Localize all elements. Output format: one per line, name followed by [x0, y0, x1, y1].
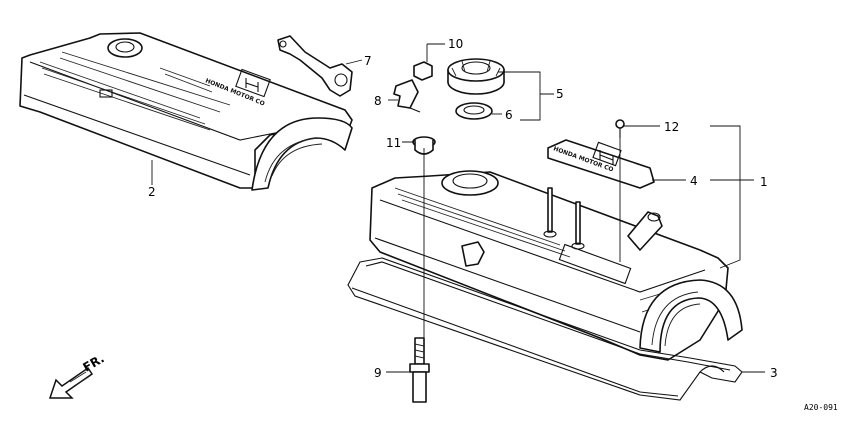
- callout-9: 9: [374, 366, 382, 380]
- oil-filler-cap-part-5: [447, 58, 505, 95]
- cylinder-head-cover-upper: HONDA MOTOR CO: [19, 32, 353, 191]
- callout-1: 1: [760, 175, 768, 189]
- cylinder-head-cover-main: [369, 170, 743, 361]
- callout-7: 7: [364, 54, 372, 68]
- callout-3: 3: [770, 366, 778, 380]
- bracket-part-8: [393, 79, 421, 113]
- callout-11: 11: [386, 136, 401, 150]
- nut-part-10: [413, 61, 433, 81]
- stud-bolt-part-9: [409, 337, 430, 403]
- leader-lines: [151, 43, 765, 373]
- callout-5: 5: [556, 87, 564, 101]
- front-label: FR.: [81, 351, 107, 374]
- callout-8: 8: [374, 94, 382, 108]
- bracket-part-7: [277, 35, 353, 97]
- callout-2: 2: [148, 185, 156, 199]
- callout-12: 12: [664, 120, 679, 134]
- callout-4: 4: [690, 174, 698, 188]
- gasket-part-3: [347, 257, 743, 401]
- callout-10: 10: [448, 37, 463, 51]
- name-plate-part-4: HONDA MOTOR CO: [547, 139, 655, 189]
- seal-ring-part-6: [455, 102, 493, 120]
- diagram-code: A20-091: [804, 403, 838, 412]
- callout-6: 6: [505, 108, 513, 122]
- front-direction-arrow: [48, 366, 94, 399]
